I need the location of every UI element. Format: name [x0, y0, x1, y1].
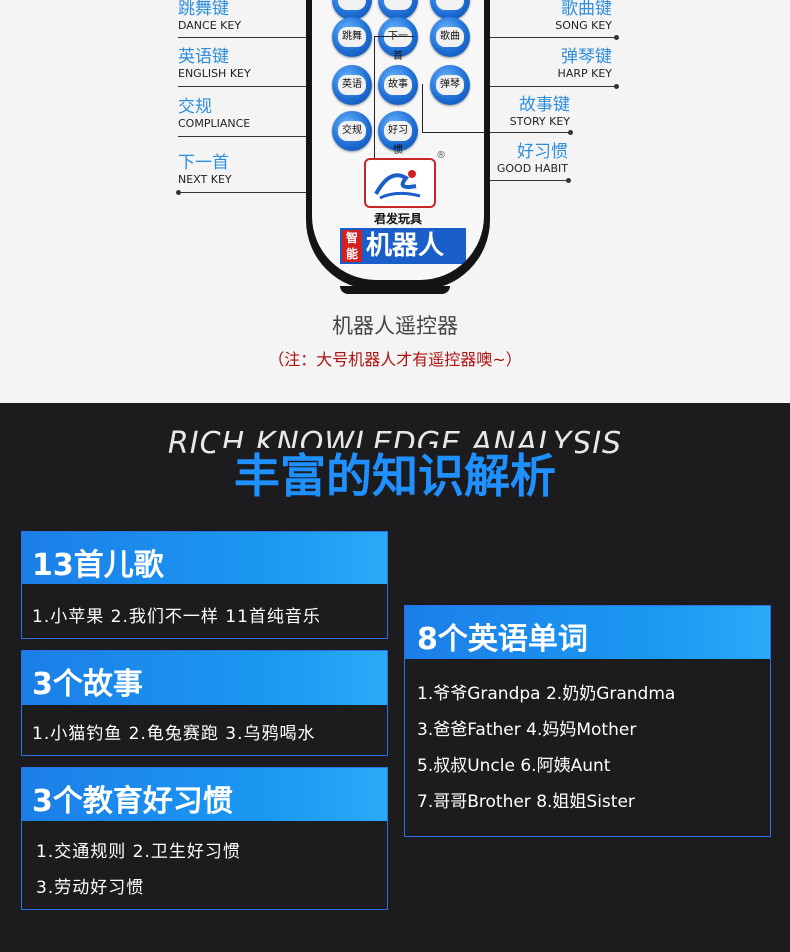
card-stories-title: 3个故事: [32, 667, 143, 702]
card-words-line: 1.爷爷Grandpa 2.奶奶Grandma: [417, 684, 676, 704]
leader-line: [468, 37, 616, 38]
card-songs-header: 13首儿歌: [22, 532, 387, 584]
leader-line: [468, 86, 616, 87]
remote-button-dance-label: 跳舞: [338, 27, 366, 47]
card-songs-line: 1.小苹果 2.我们不一样 11首纯音乐: [32, 607, 321, 627]
robot-badge: 智能 机器人: [340, 228, 466, 264]
callout-story-en: STORY KEY: [509, 115, 570, 128]
brand-logo: [364, 158, 436, 208]
callout-harp-en: HARP KEY: [557, 67, 612, 80]
brand-name: 君发玩具: [373, 212, 422, 226]
callout-harp: 弹琴键 HARP KEY: [557, 47, 612, 81]
callout-compliance-en: COMPLIANCE: [178, 117, 251, 130]
callout-song-cn: 歌曲键: [561, 0, 612, 19]
remote-button-next-label: 下一首: [384, 27, 412, 62]
remote-note: （注：大号机器人才有遥控器噢~）: [268, 350, 522, 369]
callout-habit: 好习惯 GOOD HABIT: [496, 142, 568, 176]
callout-next-cn: 下一首: [178, 153, 229, 173]
card-stories-body: 1.小猫钓鱼 2.龟兔赛跑 3.乌鸦喝水: [22, 705, 387, 755]
callout-compliance-cn: 交规: [178, 97, 212, 117]
remote-diagram-section: 跳舞键 DANCE KEY 英语键 ENGLISH KEY 交规 COMPLIA…: [0, 0, 790, 403]
remote-button-habit[interactable]: 好习惯: [378, 111, 418, 156]
remote-button-song-label: 歌曲: [436, 27, 464, 47]
callout-song: 歌曲键 SONG KEY: [555, 0, 612, 32]
leader-line: [178, 136, 326, 137]
remote-button-english-label: 英语: [338, 75, 366, 95]
remote-button-next[interactable]: 下一首: [378, 17, 418, 62]
remote-button-top: [430, 0, 470, 20]
remote-button-harp[interactable]: 弹琴: [430, 65, 470, 105]
remote-button-top: [378, 0, 418, 20]
card-habits-body: 1.交通规则 2.卫生好习惯 3.劳动好习惯: [22, 821, 387, 909]
pointer-line: [374, 36, 414, 37]
section-title-cn: 丰富的知识解析: [215, 448, 575, 504]
card-stories-header: 3个故事: [22, 651, 387, 705]
card-songs-body: 1.小苹果 2.我们不一样 11首纯音乐: [22, 584, 387, 638]
callout-dance-en: DANCE KEY: [178, 19, 242, 32]
callout-habit-en: GOOD HABIT: [496, 162, 568, 175]
pointer-line: [374, 36, 375, 192]
card-words: 8个英语单词 1.爷爷Grandpa 2.奶奶Grandma 3.爸爸Fathe…: [404, 605, 771, 837]
remote-button-story-label: 故事: [384, 75, 412, 95]
remote-button-compliance-label: 交规: [338, 121, 366, 141]
remote-button-harp-label: 弹琴: [436, 75, 464, 95]
callout-next-en: NEXT KEY: [178, 173, 232, 186]
callout-story: 故事键 STORY KEY: [509, 95, 570, 129]
remote-control: 跳舞 下一首 歌曲 英语 故事 弹琴 交规 好习惯 ® 君发玩具: [306, 0, 490, 290]
remote-button-habit-label: 好习惯: [384, 121, 412, 156]
remote-face: 跳舞 下一首 歌曲 英语 故事 弹琴 交规 好习惯 ® 君发玩具: [312, 0, 484, 280]
callout-song-en: SONG KEY: [555, 19, 612, 32]
leader-line: [178, 86, 326, 87]
card-songs-title: 13首儿歌: [32, 548, 164, 583]
card-habits: 3个教育好习惯 1.交通规则 2.卫生好习惯 3.劳动好习惯: [21, 767, 388, 910]
leader-line: [422, 132, 570, 133]
remote-button-compliance[interactable]: 交规: [332, 111, 372, 151]
leader-line: [178, 192, 378, 193]
card-words-line: 7.哥哥Brother 8.姐姐Sister: [417, 792, 635, 812]
callout-story-cn: 故事键: [519, 95, 570, 115]
leader-line: [178, 37, 326, 38]
card-habits-title: 3个教育好习惯: [32, 784, 233, 819]
callout-harp-cn: 弹琴键: [561, 47, 612, 67]
callout-dance: 跳舞键 DANCE KEY: [178, 0, 241, 32]
callout-english-en: ENGLISH KEY: [178, 67, 251, 80]
remote-base: [340, 286, 450, 294]
remote-button-story[interactable]: 故事: [378, 65, 418, 105]
remote-button-dance[interactable]: 跳舞: [332, 17, 372, 57]
card-words-line: 3.爸爸Father 4.妈妈Mother: [417, 720, 637, 740]
card-stories: 3个故事 1.小猫钓鱼 2.龟兔赛跑 3.乌鸦喝水: [21, 650, 388, 756]
leader-dot: [176, 190, 181, 195]
leader-dot: [614, 35, 619, 40]
card-habits-header: 3个教育好习惯: [22, 768, 387, 821]
callout-dance-cn: 跳舞键: [178, 0, 229, 19]
registered-mark: ®: [436, 150, 446, 161]
card-stories-line: 1.小猫钓鱼 2.龟兔赛跑 3.乌鸦喝水: [32, 724, 316, 744]
badge-main-text: 机器人: [366, 231, 445, 261]
card-habits-line: 1.交通规则 2.卫生好习惯: [36, 842, 241, 862]
callout-habit-cn: 好习惯: [517, 142, 568, 162]
badge-small-text: 智能: [342, 230, 362, 262]
callout-compliance: 交规 COMPLIANCE: [178, 97, 251, 131]
leader-dot: [614, 84, 619, 89]
remote-button-song[interactable]: 歌曲: [430, 17, 470, 57]
remote-button-english[interactable]: 英语: [332, 65, 372, 105]
leader-dot: [566, 178, 571, 183]
callout-next: 下一首 NEXT KEY: [178, 153, 232, 187]
card-words-header: 8个英语单词: [405, 606, 770, 659]
card-songs: 13首儿歌 1.小苹果 2.我们不一样 11首纯音乐: [21, 531, 388, 639]
card-words-body: 1.爷爷Grandpa 2.奶奶Grandma 3.爸爸Father 4.妈妈M…: [405, 659, 770, 836]
remote-button-top: [332, 0, 372, 20]
card-words-line: 5.叔叔Uncle 6.阿姨Aunt: [417, 756, 611, 776]
leader-line: [412, 180, 568, 181]
callout-english-cn: 英语键: [178, 47, 229, 67]
pointer-line: [422, 84, 423, 132]
card-words-title: 8个英语单词: [417, 622, 588, 657]
leader-dot: [568, 130, 573, 135]
pointer-line: [422, 132, 484, 133]
remote-caption: 机器人遥控器: [332, 314, 458, 338]
card-habits-line: 3.劳动好习惯: [36, 878, 145, 898]
callout-english: 英语键 ENGLISH KEY: [178, 47, 251, 81]
